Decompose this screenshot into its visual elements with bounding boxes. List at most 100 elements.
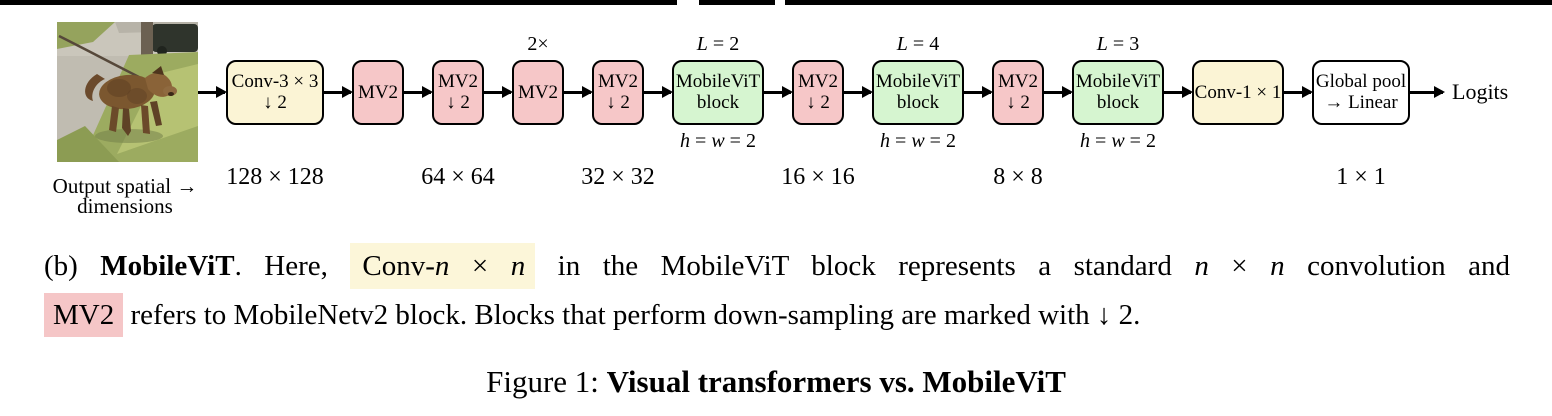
caption-text: in the MobileViT block represents a stan… (535, 250, 1195, 282)
flow-arrow (198, 90, 225, 94)
crop-artifact-gap (775, 0, 785, 5)
caption-text: refers to MobileNetv2 block. Blocks that… (123, 299, 1141, 331)
flow-arrow (324, 90, 351, 94)
crop-artifact-gap (677, 0, 699, 5)
downsample-label: ↓ 2 (446, 92, 470, 113)
eq-value: = 2 (924, 129, 956, 152)
hw-param-label: h = w = 2 (880, 130, 956, 152)
L-var: L (896, 32, 908, 55)
dim-label-64: 64 × 64 (421, 163, 495, 190)
flow-arrow (1164, 90, 1191, 94)
stage-mv2-4-down2: MV2 ↓ 2 32 × 32 (581, 59, 655, 190)
flow-arrow (484, 90, 511, 94)
flow-arrow (1044, 90, 1071, 94)
downsample-label: ↓ 2 (806, 92, 830, 113)
block-label: Global pool (1315, 71, 1407, 92)
n-var: n (1270, 250, 1285, 282)
output-spatial-line2: dimensions (77, 194, 173, 218)
stage-mv2-6-down2: MV2 ↓ 2 8 × 8 (992, 59, 1044, 190)
subfigure-caption: (b) MobileViT. Here, Conv-n × n in the M… (44, 243, 1510, 337)
stage-conv-3x3-down2: Conv-3 × 3 ↓ 2 128 × 128 (226, 59, 324, 190)
block-mobilevit: MobileViT block (1072, 59, 1164, 125)
dim-label-1: 1 × 1 (1336, 163, 1386, 190)
flow-arrow (844, 90, 871, 94)
block-mv2-down2: MV2 ↓ 2 (592, 59, 644, 125)
stage-mv2-2-down2: MV2 ↓ 2 64 × 64 (421, 59, 495, 190)
logits-output-label: Logits (1452, 79, 1509, 104)
block-mobilevit: MobileViT block (872, 59, 964, 125)
L-var: L (696, 32, 708, 55)
block-mv2: MV2 (512, 59, 564, 125)
block-conv-3x3-down2: Conv-3 × 3 ↓ 2 (226, 59, 324, 125)
L-value: = 2 (707, 32, 740, 55)
flow-arrow (1410, 90, 1443, 94)
caption-text: Conv- (362, 250, 435, 282)
dim-label-8: 8 × 8 (993, 163, 1043, 190)
caption-line-1: (b) MobileViT. Here, Conv-n × n in the M… (44, 243, 1510, 289)
block-label: block (696, 92, 740, 113)
h-var: h (880, 129, 891, 152)
w-var: w (911, 129, 925, 152)
block-label: MobileViT (1075, 71, 1161, 92)
flow-arrow (404, 90, 431, 94)
caption-text: convolution and (1284, 250, 1510, 282)
caption-text: . Here, (234, 250, 351, 282)
stage-mobilevit-2: L = 4 MobileViT block h = w = 2 (872, 33, 964, 152)
hw-param-label: h = w = 2 (680, 130, 756, 152)
repeat-2x-label: 2× (527, 32, 549, 55)
stage-mobilevit-3: L = 3 MobileViT block h = w = 2 (1072, 33, 1164, 152)
block-label: Conv-3 × 3 (231, 71, 319, 92)
block-conv-1x1: Conv-1 × 1 (1192, 59, 1284, 125)
caption-text: (b) (44, 250, 101, 282)
block-mv2-down2: MV2 ↓ 2 (432, 59, 484, 125)
output-spatial-line1: Output spatial → (52, 174, 198, 198)
caption-text: × (1208, 250, 1271, 282)
h-var: h (1080, 129, 1091, 152)
n-var: n (434, 250, 450, 282)
stage-mv2-1: MV2 (352, 59, 404, 125)
architecture-flow: Conv-3 × 3 ↓ 2 128 × 128 MV2 MV2 ↓ 2 64 … (198, 33, 1509, 190)
L-param-label: L = 4 (897, 33, 939, 55)
block-label: Conv-1 × 1 (1194, 81, 1282, 103)
flow-arrow (964, 90, 991, 94)
dim-label-128: 128 × 128 (226, 163, 324, 190)
eq: = (690, 129, 712, 152)
block-mv2: MV2 (352, 59, 404, 125)
block-label: MobileViT (875, 71, 961, 92)
caption-text: × (449, 250, 511, 282)
caption-bold-mobilevit: MobileViT (100, 250, 235, 282)
flow-arrow (764, 90, 791, 94)
h-var: h (680, 129, 691, 152)
block-label: MV2 (437, 71, 479, 92)
mv2-highlight: MV2 (44, 293, 124, 337)
conv-nxn-highlight: Conv-n × n (350, 243, 536, 289)
block-label: MobileViT (675, 71, 761, 92)
w-var: w (711, 129, 725, 152)
L-param-label: L = 2 (697, 33, 739, 55)
n-var: n (1194, 250, 1209, 282)
block-label: MV2 (997, 71, 1039, 92)
block-mv2-down2: MV2 ↓ 2 (992, 59, 1044, 125)
L-value: = 4 (907, 32, 940, 55)
stage-mv2-5-down2: MV2 ↓ 2 16 × 16 (781, 59, 855, 190)
block-label: block (896, 92, 940, 113)
w-var: w (1111, 129, 1125, 152)
eq: = (890, 129, 912, 152)
flow-arrow (644, 90, 671, 94)
L-var: L (1096, 32, 1108, 55)
flow-arrow (1284, 90, 1311, 94)
output-spatial-dimensions-label: Output spatial → dimensions (30, 174, 220, 218)
block-mv2-down2: MV2 ↓ 2 (792, 59, 844, 125)
eq-value: = 2 (724, 129, 756, 152)
block-global-pool-linear: Global pool → Linear (1312, 59, 1410, 125)
block-mobilevit: MobileViT block (672, 59, 764, 125)
block-label: MV2 (517, 81, 559, 103)
stage-conv-1x1: Conv-1 × 1 (1192, 59, 1284, 125)
figure-number: Figure 1: (486, 364, 607, 399)
caption-line-2: MV2 refers to MobileNetv2 block. Blocks … (44, 293, 1510, 337)
block-label: → Linear (1324, 92, 1398, 113)
eq-value: = 2 (1124, 129, 1156, 152)
dog-input-photo (57, 22, 198, 162)
block-label: MV2 (597, 71, 639, 92)
